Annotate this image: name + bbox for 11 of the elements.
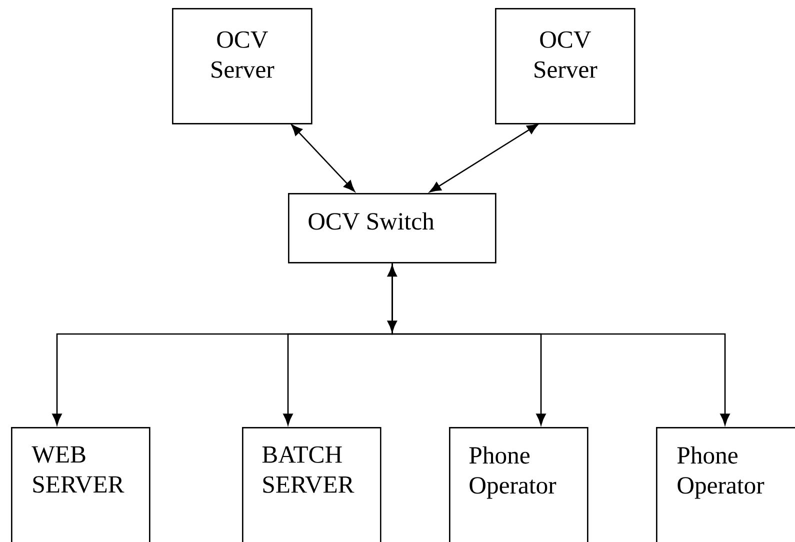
arrow — [392, 263, 730, 426]
double-arrow — [387, 265, 397, 332]
server-box: Phone Operator — [449, 427, 588, 542]
arrow — [291, 124, 355, 192]
server-box: WEB SERVER — [11, 427, 150, 542]
server-box: Phone Operator — [656, 427, 795, 542]
server-box: BATCH SERVER — [242, 427, 382, 542]
server-box: OCV Switch — [288, 193, 496, 264]
arrow — [430, 124, 538, 192]
server-box: OCV Server — [172, 8, 312, 124]
server-box: OCV Server — [495, 8, 636, 124]
